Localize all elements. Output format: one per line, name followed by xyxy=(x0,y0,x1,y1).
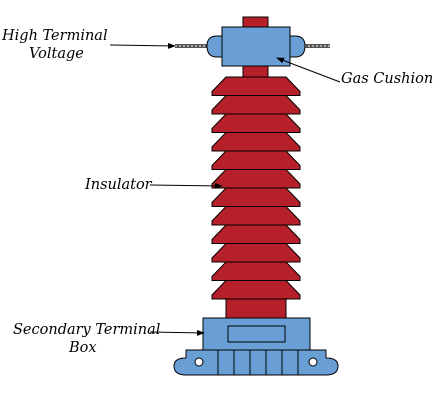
insulator-shed xyxy=(211,243,301,263)
base-plate xyxy=(173,349,339,376)
insulator-shed xyxy=(211,150,301,170)
insulator-shed xyxy=(211,261,301,281)
terminal-knob-left xyxy=(206,35,223,58)
insulator-shed xyxy=(211,206,301,226)
insulator-shed xyxy=(211,113,301,133)
terminal-knob-right xyxy=(289,35,306,58)
label-insulator: Insulator xyxy=(84,177,153,193)
insulator-sheds xyxy=(211,76,301,300)
gas-cushion-box xyxy=(221,26,291,67)
base-bolt-hole-right xyxy=(308,357,318,367)
base-bolt-hole-left xyxy=(194,357,204,367)
insulator-shed xyxy=(211,76,301,96)
insulator-neck xyxy=(242,65,269,78)
label-gas-cushion: Gas Cushion xyxy=(341,71,433,87)
insulator-shed xyxy=(211,95,301,115)
insulator-shed xyxy=(211,187,301,207)
insulator-shed xyxy=(211,280,301,300)
label-high-terminal-voltage-line1: High Terminal xyxy=(1,28,108,44)
insulator-shed xyxy=(211,224,301,244)
insulator-shed xyxy=(211,132,301,152)
arrow-gas-cushion xyxy=(276,57,341,83)
insulator-shed xyxy=(211,169,301,189)
label-secondary-terminal-box-line2: Box xyxy=(68,340,97,356)
arrow-high-terminal-voltage xyxy=(109,42,176,49)
base-ribs xyxy=(217,350,299,375)
top-terminal-cap xyxy=(242,16,269,29)
secondary-terminal-window xyxy=(227,325,286,343)
label-high-terminal-voltage-line2: Voltage xyxy=(29,46,84,62)
label-secondary-terminal-box-line1: Secondary Terminal xyxy=(13,322,161,338)
arrow-secondary-terminal-box xyxy=(149,329,205,336)
insulator-base-stem xyxy=(225,298,287,320)
arrow-insulator xyxy=(149,182,223,189)
